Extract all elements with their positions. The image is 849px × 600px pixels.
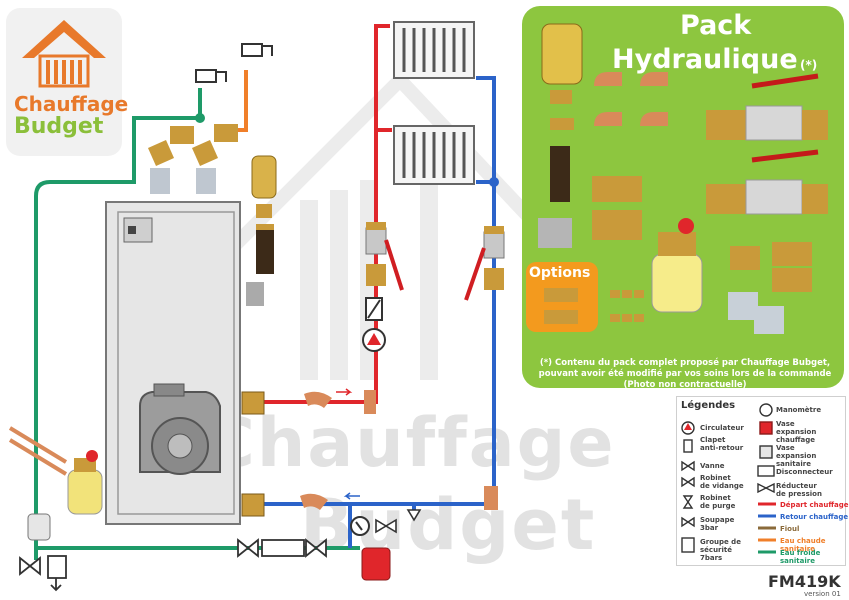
valve-depart [365,222,404,291]
legend-vanne: Vanne [700,462,725,470]
legend-vase-sanitaire: Vase expansion sanitaire [776,444,817,468]
legend-robinet-purge: Robinet de purge [700,494,736,510]
legend-line-eau-chaude: Eau chaude sanitaire [780,537,826,553]
brand-name-line1: Chauffage [14,92,129,116]
manometre-icon [350,516,370,536]
legend-reducteur: Réducteur de pression [776,482,822,498]
vase-sanitaire-icon [27,513,51,541]
circulateur-icon [362,328,386,352]
legend-title: Légendes [681,400,736,411]
legend-clapet: Clapet anti-retour [700,436,744,452]
tap-cold-icon [195,69,227,83]
eau-chaude-line [234,70,248,132]
pack-asterisk: (*) [800,58,818,72]
watermark-house-icon [225,69,566,255]
pack-parts-illustration [538,23,828,334]
vannes-bottom [237,538,327,558]
pack-title-line1: Pack [680,10,752,41]
legend-robinet-vidange: Robinet de vidange [700,474,744,490]
brand-name-line2: Budget [14,114,104,139]
radiator-bottom [393,125,475,185]
legend-soupape: Soupape 3bar [700,516,735,532]
purgeur-assembly [246,155,277,306]
vase-chauffage-icon [361,547,391,581]
legend-line-retour: Retour chauffage [780,513,849,521]
legend-groupe-securite: Groupe de sécurité 7bars [700,538,741,562]
options-fittings [544,288,644,324]
legend-line-depart: Départ chauffage [780,501,849,509]
tap-hot-icon [241,43,273,57]
pack-title-line2: Hydraulique [612,44,798,75]
watermark-line1: Chauffage [205,404,616,483]
soupape-icon [375,509,422,534]
house-radiator-icon [22,20,106,88]
sanitary-fittings [148,124,238,194]
legend-circulateur: Circulateur [700,424,744,432]
legend-line-fioul: Fioul [780,525,800,533]
pack-disclaimer: (*) Contenu du pack complet proposé par … [538,358,832,390]
legend-manometre: Manomètre [776,406,822,414]
valve-retour [464,226,505,301]
legend-disconnecteur: Disconnecteur [776,468,833,476]
options-label: Options [529,265,591,281]
boiler-unit [105,201,241,525]
legend-line-eau-froide: Eau froide sanitaire [780,549,821,565]
groupe-securite-icon [19,555,67,592]
legend-vase-chauffage: Vase expansion chauffage [776,420,817,444]
model-version: version 01 [804,590,841,598]
legend-symbols [681,403,776,554]
model-reference: FM419K [768,572,841,591]
filtre-fioul [8,426,103,515]
radiator-top [393,21,475,79]
clapet-anti-retour-icon [365,297,383,321]
